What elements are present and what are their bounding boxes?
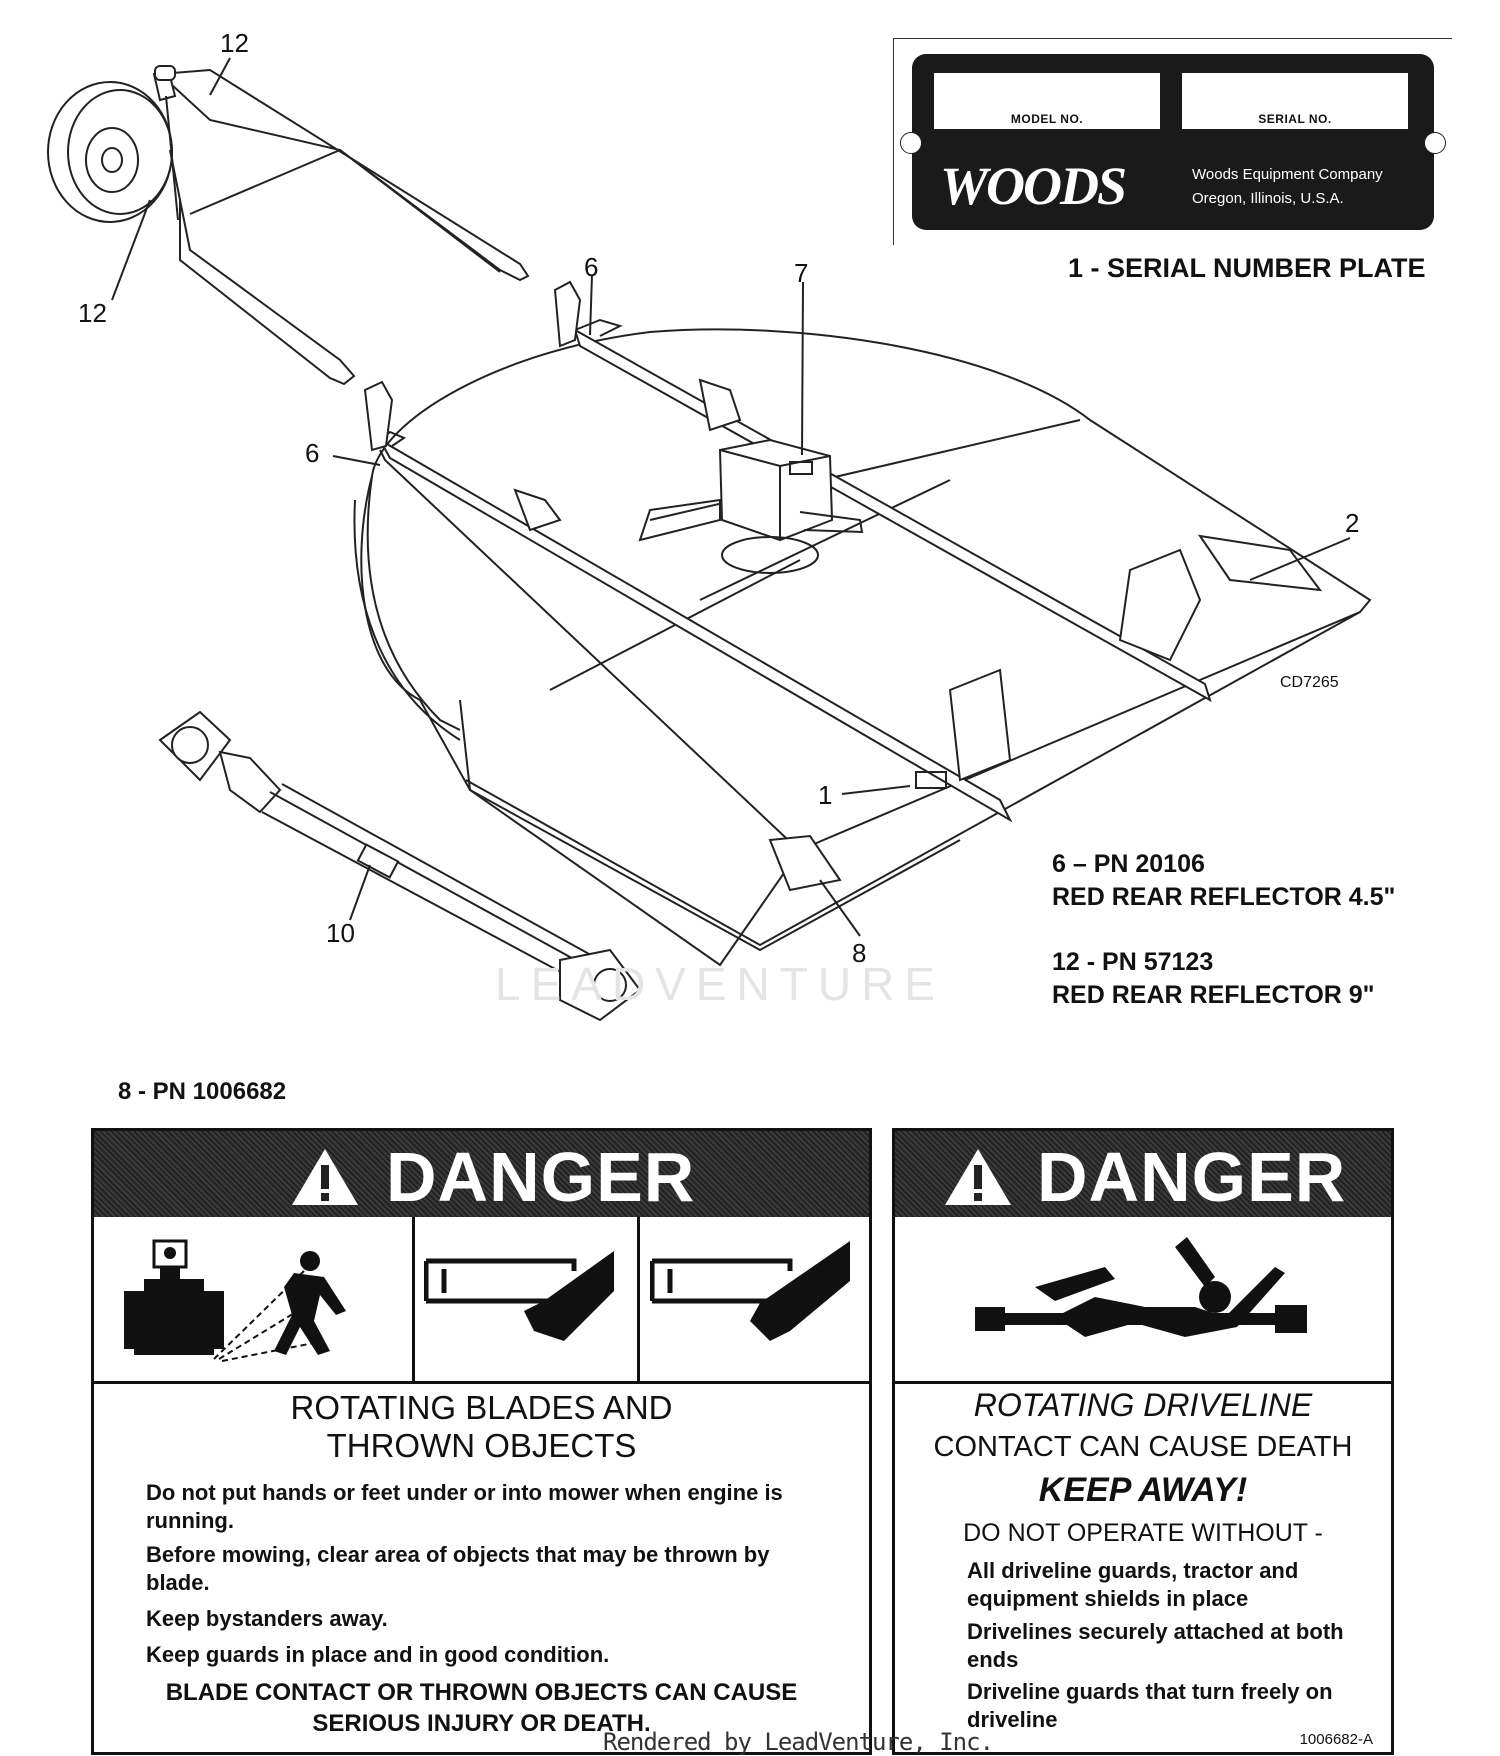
serial-plate-caption: 1 - SERIAL NUMBER PLATE (1068, 253, 1426, 283)
pictogram-row (895, 1217, 1391, 1384)
driveline (158, 710, 642, 1022)
driveline-entanglement-pictogram (975, 1237, 1307, 1337)
part-12-description: RED REAR REFLECTOR 9" (1052, 981, 1375, 1009)
callout-10: 10 (326, 918, 355, 948)
serial-no-box: SERIAL NO. (1182, 73, 1408, 129)
hand-under-deck-pictogram (424, 1251, 614, 1341)
pictogram-row (94, 1217, 869, 1384)
blades-message-4: Keep guards in place and in good conditi… (146, 1642, 610, 1667)
thrown-objects-pictogram (124, 1239, 346, 1362)
part-6-number: 6 – PN 20106 (1052, 850, 1205, 878)
model-no-label: MODEL NO. (1010, 112, 1084, 126)
driveline-message-1: All driveline guards, tractor and equipm… (967, 1558, 1299, 1611)
callout-8: 8 (852, 938, 867, 968)
mounting-hole-left (900, 132, 922, 154)
danger-header: DANGER (895, 1131, 1391, 1217)
mower-deck (353, 280, 1372, 967)
callout-12-top: 12 (220, 28, 249, 58)
blades-title-line2: THROWN OBJECTS (326, 1427, 637, 1464)
danger-word: DANGER (386, 1138, 696, 1216)
callout-6-left: 6 (305, 438, 320, 468)
callout-1: 1 (818, 780, 833, 810)
driveline-subhead: DO NOT OPERATE WITHOUT - (963, 1519, 1323, 1547)
warning-triangle-icon (292, 1149, 358, 1205)
blades-title-line1: ROTATING BLADES AND (290, 1389, 673, 1426)
driveline-message-3: Driveline guards that turn freely on dri… (967, 1679, 1333, 1732)
blades-footer-line2: SERIOUS INJURY OR DEATH. (312, 1710, 651, 1737)
warning-triangle-icon (945, 1149, 1011, 1205)
pictogram-divider (637, 1217, 640, 1381)
mounting-hole-right (1424, 132, 1446, 154)
blades-footer-line1: BLADE CONTACT OR THROWN OBJECTS CAN CAUS… (165, 1679, 798, 1706)
driveline-title-line3: KEEP AWAY! (1038, 1471, 1248, 1509)
foot-under-deck-pictogram (650, 1241, 850, 1341)
drawing-id: CD7265 (1280, 674, 1339, 691)
serial-plate-frame (893, 38, 1452, 245)
blades-message-3: Keep bystanders away. (146, 1606, 388, 1631)
company-name: Woods Equipment Company (1192, 166, 1383, 183)
mower-diagram: LEADVENTURE (47, 57, 1372, 1022)
callout-7: 7 (794, 258, 809, 288)
watermark: LEADVENTURE (495, 958, 945, 1010)
decal-part-code: 1006682-A (1299, 1731, 1373, 1748)
part-8-number: 8 - PN 1006682 (118, 1078, 287, 1105)
callout-6-top: 6 (584, 252, 599, 282)
danger-word: DANGER (1037, 1138, 1347, 1216)
tail-wheel-assembly (47, 65, 530, 386)
woods-logo: WOODS (940, 156, 1127, 216)
company-location: Oregon, Illinois, U.S.A. (1192, 190, 1344, 207)
blades-message-1: Do not put hands or feet under or into m… (146, 1480, 783, 1533)
driveline-title-line1: ROTATING DRIVELINE (973, 1387, 1313, 1423)
danger-decal-driveline: DANGER ROTATING DRIVELINE CONTACT CAN CA… (892, 1128, 1394, 1755)
serial-number-plate: MODEL NO. SERIAL NO. WOODS Woods Equipme… (900, 54, 1446, 230)
danger-decal-blades: DANGER ROTATING BLADES AND T (91, 1128, 872, 1755)
serial-no-label: SERIAL NO. (1258, 112, 1332, 126)
pictogram-divider (412, 1217, 415, 1381)
danger-header: DANGER (94, 1131, 869, 1217)
driveline-message-2: Drivelines securely attached at both end… (967, 1619, 1344, 1672)
callout-12-left: 12 (78, 298, 107, 328)
part-12-number: 12 - PN 57123 (1052, 948, 1214, 976)
driveline-title-line2: CONTACT CAN CAUSE DEATH (933, 1431, 1353, 1463)
render-credit: Rendered by LeadVenture, Inc. (603, 1728, 994, 1756)
part-6-description: RED REAR REFLECTOR 4.5" (1052, 883, 1396, 911)
model-no-box: MODEL NO. (934, 73, 1160, 129)
callout-2: 2 (1345, 508, 1360, 538)
blades-message-2: Before mowing, clear area of objects tha… (146, 1542, 770, 1595)
